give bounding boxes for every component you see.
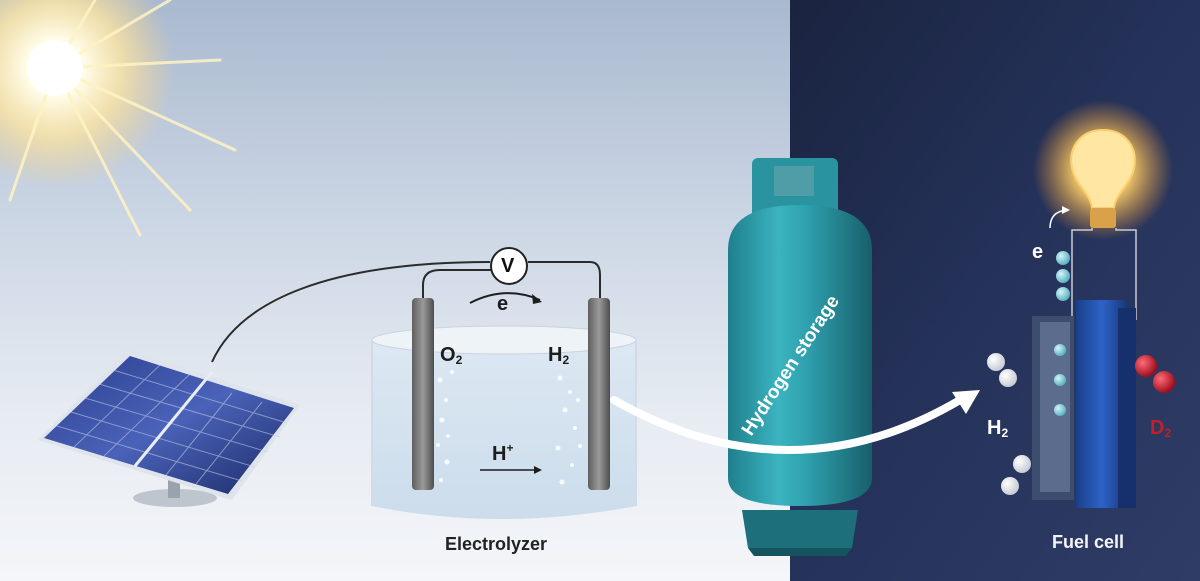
proton-superscript: + [506, 441, 514, 455]
light-bulb-icon [1033, 100, 1173, 240]
voltmeter-icon [490, 247, 528, 285]
anode-gas-subscript: 2 [455, 353, 463, 367]
sun-icon [0, 0, 237, 237]
output-molecule-icon [1135, 355, 1175, 393]
electrolyzer-container [371, 325, 637, 519]
electrolyzer-caption: Electrolyzer [445, 534, 548, 554]
hydrogen-tank-icon [728, 158, 872, 556]
wire-anode [422, 269, 492, 300]
fuel-cell-electron-arrowhead [1062, 206, 1070, 214]
cathode-gas-label: H2 [548, 345, 569, 366]
gas-bubbles [436, 370, 582, 485]
wire-panel-to-voltmeter [211, 261, 491, 363]
voltmeter-symbol: V [501, 255, 515, 277]
cathode-electrode [588, 298, 610, 490]
anode-gas-label: O2 [440, 345, 462, 366]
fuel-cell-caption: Fuel cell [1052, 532, 1125, 552]
anode-electrode [412, 298, 434, 490]
proton-flow-arrowhead [534, 466, 542, 474]
fuel-cell-output-gas-subscript: 2 [1164, 426, 1172, 440]
fuel-cell-stack [1032, 300, 1136, 508]
cathode-gas-subscript: 2 [562, 353, 570, 367]
fuel-cell-input-gas-symbol: H [987, 417, 1002, 439]
cathode-gas-symbol: H [548, 344, 563, 366]
fuel-cell-electron-label: e [1032, 241, 1044, 263]
fuel-cell-output-gas-label: D2 [1150, 418, 1171, 439]
proton-label: H+ [492, 442, 513, 464]
solar-panel-icon [38, 350, 300, 507]
fuel-cell-output-gas-symbol: D [1150, 417, 1165, 439]
electrolyzer-electron-label: e [497, 293, 509, 315]
fuel-cell-input-gas-subscript: 2 [1001, 426, 1009, 440]
fuel-cell-input-gas-label: H2 [987, 418, 1008, 439]
wire-voltmeter-to-cathode [528, 261, 601, 300]
proton-symbol: H [492, 443, 507, 465]
anode-gas-symbol: O [440, 344, 456, 366]
fuel-cell-circuit [1071, 228, 1137, 320]
flow-arrow [610, 396, 964, 454]
flow-arrowhead [952, 390, 980, 414]
hydrogen-molecule-icon [987, 353, 1031, 495]
electron-particles [1056, 251, 1070, 301]
electron-flow-arrowhead [532, 294, 542, 304]
